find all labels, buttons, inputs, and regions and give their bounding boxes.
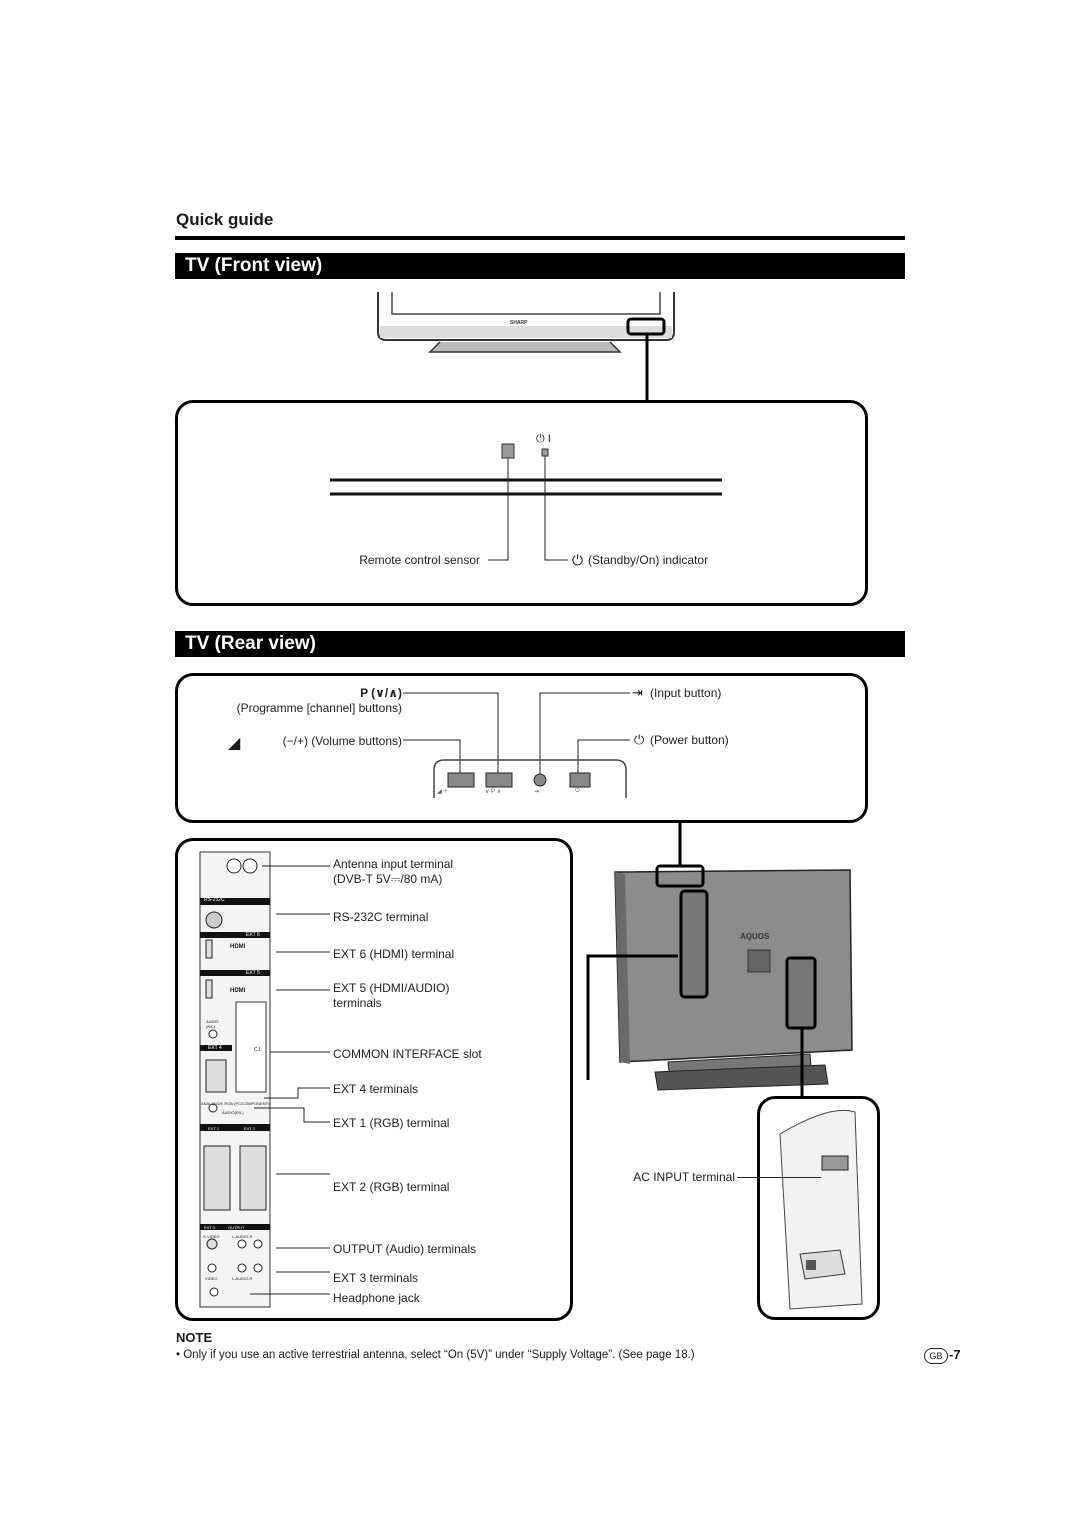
page-number: -7 — [949, 1347, 961, 1362]
power-label: (Power button) — [650, 733, 729, 747]
analogue-panel-text: ANALOGUE RGB (PC/COMPONENT) — [201, 1101, 270, 1106]
rs232c-panel-text: RS-232C — [204, 897, 225, 903]
input-mark: ⇥ — [534, 789, 540, 795]
programme-label: (Programme [channel] buttons) — [236, 701, 402, 715]
tv-front-illustration — [377, 292, 675, 402]
power-symbol-label: ⏻ I — [536, 433, 551, 445]
ext4-panel-text: EXT 4 — [208, 1045, 222, 1051]
video-panel-text: VIDEO — [205, 1276, 218, 1281]
remote-sensor-label: Remote control sensor — [359, 553, 480, 567]
front-detail-illustration — [330, 443, 722, 561]
prog-mark: ∨ P ∧ — [485, 789, 502, 795]
rear-view-title: TV (Rear view) — [175, 631, 905, 657]
standby-icon: ⏻ — [572, 552, 584, 568]
front-detail-panel — [175, 400, 868, 606]
ci-slot-label: COMMON INTERFACE slot — [333, 1047, 482, 1061]
ext4-label: EXT 4 terminals — [333, 1082, 419, 1096]
laudior-panel-text-1: L-AUDIO-R — [232, 1234, 253, 1239]
header-rule — [175, 236, 905, 240]
hdmi-logo-ext5: HDMI — [230, 988, 246, 994]
output-panel-text: OUTPUT — [228, 1225, 245, 1230]
ext5-panel-text: EXT 5 — [246, 970, 260, 976]
antenna-spec-label: (DVB-T 5V⎓/80 mA) — [333, 872, 443, 886]
ext5-label-2: terminals — [333, 996, 382, 1010]
programme-symbol: P (∨/∧) — [360, 686, 402, 700]
region-badge: GB — [924, 1348, 948, 1364]
audio-panel-text: AUDIO (R/L) — [206, 1019, 219, 1029]
note-title: NOTE — [176, 1330, 213, 1345]
svideo-panel-text: S-VIDEO — [203, 1234, 220, 1239]
ext1-label: EXT 1 (RGB) terminal — [333, 1116, 450, 1130]
audio-rl-panel-text: AUDIO(R/L) — [222, 1110, 244, 1115]
standby-indicator-label: (Standby/On) indicator — [588, 553, 709, 567]
volume-label: (−/+) (Volume buttons) — [282, 734, 402, 748]
front-brand-text: SHARP — [510, 320, 528, 326]
terminal-strip-illustration — [199, 851, 271, 1308]
power-icon: ⏻ — [634, 732, 645, 747]
ac-input-label: AC INPUT terminal — [633, 1170, 735, 1184]
tv-back-illustration — [586, 822, 853, 1098]
note-text: • Only if you use an active terrestrial … — [176, 1349, 695, 1361]
terminal-leader-lines — [250, 865, 330, 1295]
power-mark: ⏻ — [575, 788, 580, 794]
ext3-panel-text: EXT 3 — [204, 1225, 216, 1230]
ext6-label: EXT 6 (HDMI) terminal — [333, 947, 455, 961]
headphone-label: Headphone jack — [333, 1291, 420, 1305]
laudior-panel-text-2: L-AUDIO-R — [232, 1276, 253, 1281]
volume-icon: ◢ — [228, 735, 241, 752]
ac-input-illustration — [779, 1109, 863, 1310]
section-title: Quick guide — [176, 210, 274, 229]
ext5-label: EXT 5 (HDMI/AUDIO) — [333, 981, 450, 995]
aquos-logo: AQUOS — [740, 932, 770, 941]
front-view-title: TV (Front view) — [175, 253, 905, 279]
ext3-label: EXT 3 terminals — [333, 1271, 419, 1285]
ext1-panel-text: EXT 1 (RGB) — [208, 1126, 220, 1136]
note-body: Only if you use an active terrestrial an… — [183, 1349, 695, 1361]
ci-panel-text: C.I. — [254, 1047, 262, 1053]
rs232c-label: RS-232C terminal — [333, 910, 429, 924]
ext6-panel-text: EXT 6 — [246, 932, 260, 938]
input-icon: ⇥ — [632, 685, 643, 700]
ext2-panel-text: EXT 2 (RGB) — [244, 1126, 256, 1136]
rear-buttons-illustration — [403, 692, 630, 798]
input-label: (Input button) — [650, 686, 722, 700]
output-label: OUTPUT (Audio) terminals — [333, 1242, 477, 1256]
hdmi-logo-ext6: HDMI — [230, 944, 246, 950]
vol-mark: − ◢ + — [432, 789, 447, 795]
ac-input-leader — [737, 1177, 821, 1178]
rear-buttons-panel — [175, 673, 868, 823]
antenna-label: Antenna input terminal — [333, 857, 454, 871]
ext2-label: EXT 2 (RGB) terminal — [333, 1180, 450, 1194]
